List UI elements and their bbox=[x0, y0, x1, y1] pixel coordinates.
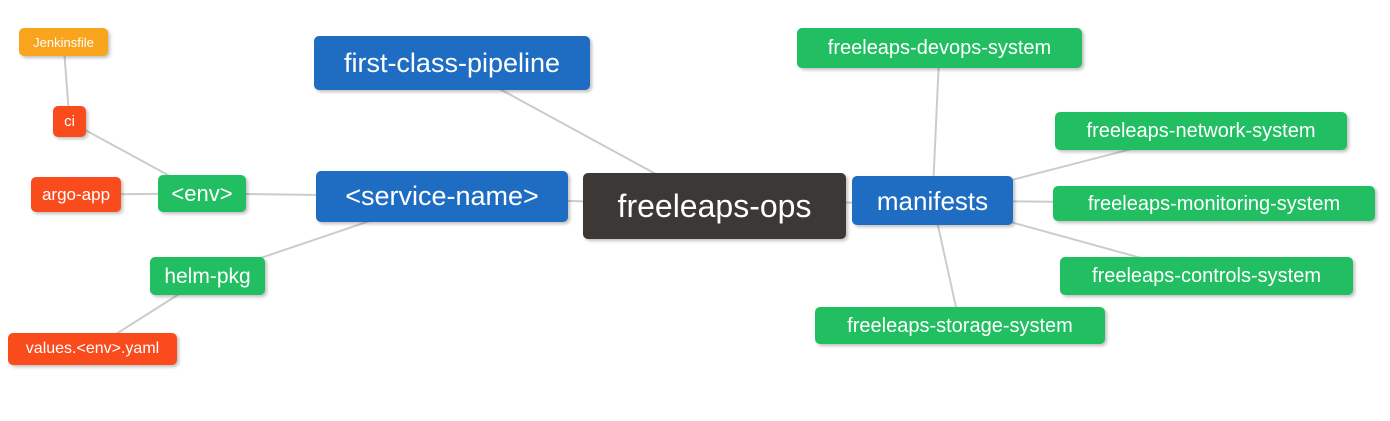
node-ci[interactable]: ci bbox=[53, 106, 86, 137]
node-service-name[interactable]: <service-name> bbox=[316, 171, 568, 222]
node-freeleaps-ops[interactable]: freeleaps-ops bbox=[583, 173, 846, 239]
node-first-class-pipeline[interactable]: first-class-pipeline bbox=[314, 36, 590, 90]
node-network-system[interactable]: freeleaps-network-system bbox=[1055, 112, 1347, 150]
node-monitoring-system[interactable]: freeleaps-monitoring-system bbox=[1053, 186, 1375, 221]
edge-manifests-devops-system bbox=[931, 47, 941, 201]
node-manifests[interactable]: manifests bbox=[852, 176, 1013, 225]
node-controls-system[interactable]: freeleaps-controls-system bbox=[1060, 257, 1353, 295]
node-helm-pkg[interactable]: helm-pkg bbox=[150, 257, 265, 295]
node-env[interactable]: <env> bbox=[158, 175, 246, 212]
node-storage-system[interactable]: freeleaps-storage-system bbox=[815, 307, 1105, 344]
node-values-env-yaml[interactable]: values.<env>.yaml bbox=[8, 333, 177, 365]
node-argo-app[interactable]: argo-app bbox=[31, 177, 121, 212]
node-jenkinsfile[interactable]: Jenkinsfile bbox=[19, 28, 108, 56]
node-devops-system[interactable]: freeleaps-devops-system bbox=[797, 28, 1082, 68]
